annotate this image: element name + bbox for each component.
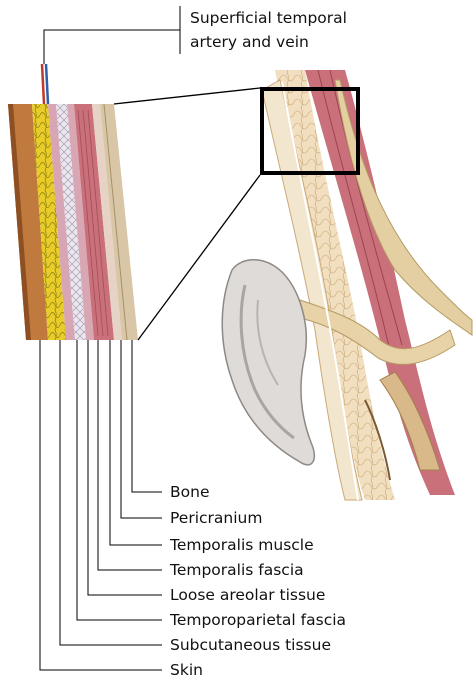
layer-cross-section (8, 103, 138, 341)
temporal-region-illustration (221, 69, 473, 501)
bone-edge (103, 103, 128, 341)
artery-vessel (40, 63, 46, 105)
label-subcutaneous-tissue: Subcutaneous tissue (170, 636, 331, 654)
zoom-box (260, 87, 360, 175)
leader-skin (39, 340, 162, 671)
bone-arc (334, 79, 473, 336)
label-pericranium: Pericranium (170, 509, 263, 527)
temporoparietal-fascia-layer (48, 104, 75, 340)
vessel-leader-line (43, 6, 181, 64)
leader-subcutaneous (59, 340, 162, 646)
label-leader-lines (39, 340, 162, 671)
skin-layer-illustration (261, 79, 363, 501)
vessel-label-line1: Superficial temporal (190, 9, 347, 27)
label-temporoparietal-fascia: Temporoparietal fascia (170, 611, 347, 629)
skin-layer (8, 104, 48, 340)
temporalis-muscle-layer (74, 104, 114, 340)
temporalis-fascia-layer (67, 104, 94, 340)
ear-illustration (221, 259, 316, 466)
vein-vessel (44, 63, 50, 105)
label-bone: Bone (170, 483, 210, 501)
vessel-label-line2: artery and vein (190, 33, 309, 51)
leader-temporoparietal-fascia (76, 340, 162, 621)
pericranium-layer (92, 104, 122, 340)
superficial-temporal-vessels (40, 6, 181, 105)
leader-temporalis-fascia (97, 340, 162, 571)
skin-epidermis-layer (8, 104, 31, 340)
fat-layer-illustration (275, 70, 395, 500)
label-skin: Skin (170, 661, 203, 679)
temporalis-muscle-mass (305, 70, 455, 495)
label-temporalis-muscle: Temporalis muscle (170, 536, 314, 554)
muscle-fibers (77, 109, 109, 337)
leader-bone (131, 340, 162, 493)
zygomatic-bone (299, 299, 456, 365)
leader-temporalis-muscle (109, 340, 162, 546)
label-temporalis-fascia: Temporalis fascia (170, 561, 304, 579)
label-loose-areolar-tissue: Loose areolar tissue (170, 586, 326, 604)
loose-areolar-layer (56, 104, 86, 340)
leader-loose-areolar (87, 340, 162, 596)
subcutaneous-layer (32, 104, 66, 340)
leader-pericranium (120, 340, 162, 519)
zoom-connector (113, 87, 261, 341)
